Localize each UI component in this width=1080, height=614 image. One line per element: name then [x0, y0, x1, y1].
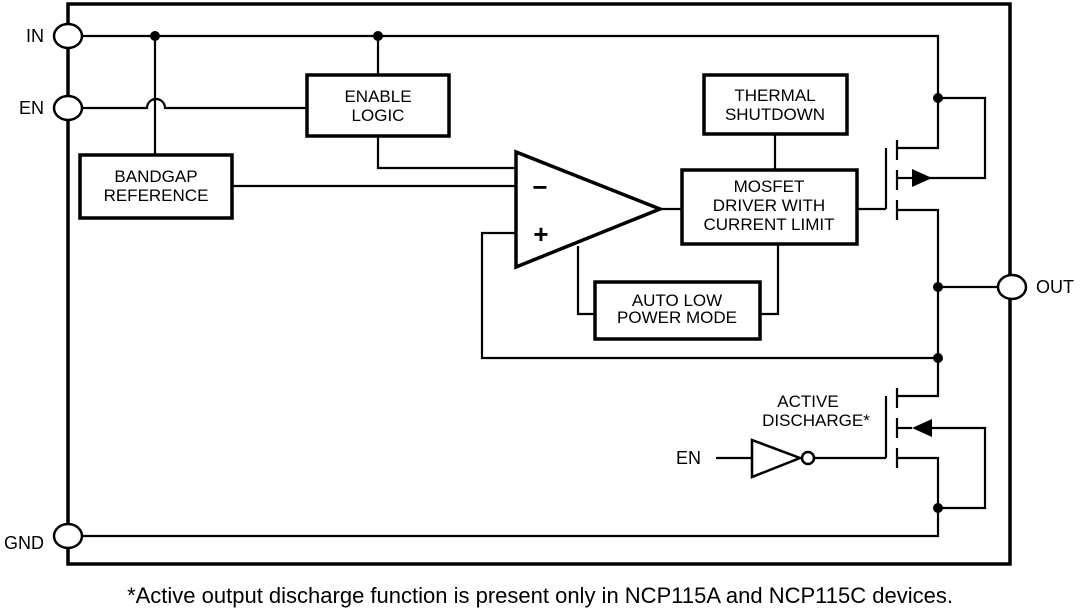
in-label: IN: [26, 26, 44, 46]
driver-line3: CURRENT LIMIT: [704, 215, 835, 234]
gnd-rail: [82, 508, 940, 538]
en-pin: [52, 94, 84, 122]
thermal-shutdown-block: [702, 73, 849, 136]
enable-to-amp: [376, 136, 516, 170]
amp-minus: −: [532, 172, 547, 202]
out-feedback: [480, 231, 940, 360]
bandgap-line2: REFERENCE: [104, 186, 209, 205]
enable-logic-block: [305, 73, 451, 138]
alp-line2: POWER MODE: [617, 308, 737, 327]
mosfet-driver-block: [680, 168, 859, 246]
amp-plus: +: [533, 219, 548, 249]
discharge-mosfet: [884, 358, 987, 510]
junction-dot: [933, 353, 943, 363]
out-pin: [996, 273, 1028, 301]
alp-line1: AUTO LOW: [632, 291, 722, 310]
active-discharge-line2: DISCHARGE*: [762, 411, 870, 430]
auto-low-power-block: [593, 280, 762, 341]
out-label: OUT: [1036, 277, 1074, 297]
junction-dot: [373, 31, 383, 41]
in-rail: [82, 34, 987, 180]
bandgap-block: [78, 153, 234, 220]
en-label: EN: [19, 98, 44, 118]
active-discharge-line1: ACTIVE: [777, 392, 838, 411]
enable-logic-line1: ENABLE: [344, 87, 411, 106]
chip-outline: [66, 2, 1012, 566]
bandgap-line1: BANDGAP: [114, 167, 197, 186]
pass-mosfet: [884, 98, 940, 287]
driver-line1: MOSFET: [734, 177, 805, 196]
junction-dot: [933, 282, 943, 292]
en-line: [82, 97, 307, 110]
in-pin: [52, 22, 84, 50]
enable-logic-line2: LOGIC: [352, 106, 405, 125]
footnote: *Active output discharge function is pre…: [127, 583, 953, 608]
inverter-bubble: [800, 450, 816, 466]
driver-line2: DRIVER WITH: [713, 196, 825, 215]
block-diagram: IN EN GND OUT ENABLE LOGIC BANDGAP REFER…: [4, 2, 1074, 566]
junction-dot: [933, 93, 943, 103]
inverter: [750, 438, 804, 479]
junction-dot: [933, 503, 943, 513]
gnd-label: GND: [4, 533, 44, 553]
gnd-pin: [52, 522, 84, 550]
inverter-en-label: EN: [676, 448, 701, 468]
error-amplifier: [514, 149, 665, 270]
thermal-line2: SHUTDOWN: [725, 105, 825, 124]
alp-wires: [576, 245, 780, 316]
thermal-line1: THERMAL: [734, 86, 815, 105]
junction-dot: [150, 31, 160, 41]
